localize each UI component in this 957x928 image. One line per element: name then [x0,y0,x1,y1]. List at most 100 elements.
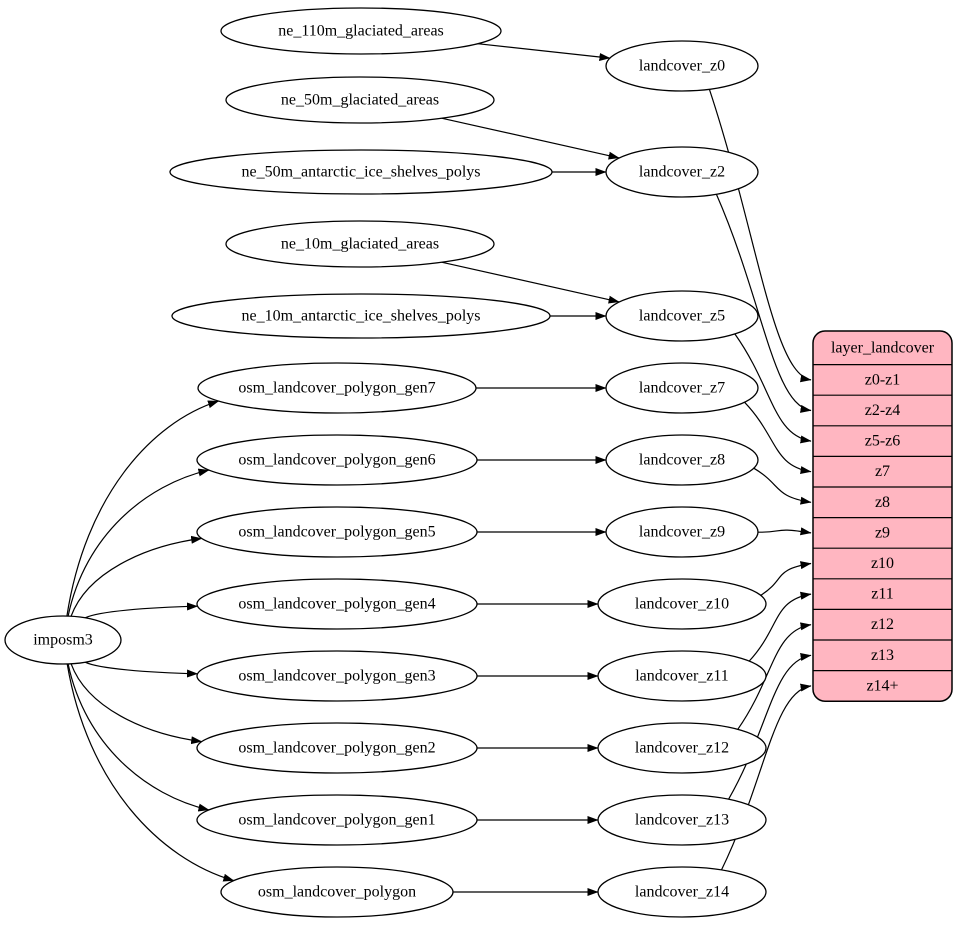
node-label: osm_landcover_polygon_gen6 [238,452,435,469]
node-label: landcover_z9 [639,524,725,541]
nodes: imposm3 ne_110m_glaciated_areas ne_50m_gla… [4,7,767,918]
table-header: layer_landcover [831,339,935,356]
table-row-z14+: z14+ [866,677,898,694]
node-landcover_z9: landcover_z9 [605,506,759,558]
node-ellipse [196,434,478,486]
node-ellipse [597,650,767,702]
table-row-z8: z8 [875,494,890,511]
table-row-z7: z7 [875,463,890,480]
edge-imposm3-to-osm_landcover_polygon_gen7 [66,400,219,617]
node-ellipse [220,7,502,55]
node-label: ne_10m_glaciated_areas [281,236,439,253]
node-ellipse [220,866,454,918]
table-row-z5-z6: z5-z6 [865,433,901,450]
node-ellipse [196,722,478,774]
edge-imposm3-to-osm_landcover_polygon_gen2 [70,663,203,745]
edge-landcover_z7-to-row-z7 [744,401,812,475]
table-row-z2-z4: z2-z4 [865,402,901,419]
edge-landcover_z12-to-row-z12 [737,622,812,730]
node-osm_landcover_polygon_gen6: osm_landcover_polygon_gen6 [196,434,478,486]
node-ellipse [605,290,759,342]
node-ellipse [605,506,759,558]
node-ellipse [605,40,759,92]
edge-ne_50m_glaciated_areas-to-landcover_z2 [441,117,620,160]
node-landcover_z12: landcover_z12 [597,722,767,774]
table-layer_landcover: layer_landcover z0-z1 z2-z4 z5-z6 z7 z8 z9 z10 z… [812,330,953,702]
edge-imposm3-to-osm_landcover_polygon_gen1 [67,663,210,812]
node-ellipse [597,794,767,846]
node-osm_landcover_polygon_gen2: osm_landcover_polygon_gen2 [196,722,478,774]
node-label: landcover_z11 [635,668,729,685]
node-ellipse [605,434,759,486]
node-label: osm_landcover_polygon_gen5 [238,524,435,541]
node-landcover_z13: landcover_z13 [597,794,767,846]
node-landcover_z8: landcover_z8 [605,434,759,486]
table-row-z0-z1: z0-z1 [865,371,901,388]
node-ellipse [605,146,759,198]
node-label: osm_landcover_polygon_gen3 [238,668,435,685]
node-ellipse [169,149,553,195]
node-label: imposm3 [33,632,93,649]
node-landcover_z11: landcover_z11 [597,650,767,702]
edge-ne_10m_glaciated_areas-to-landcover_z5 [441,261,620,304]
edge-landcover_z11-to-row-z11 [748,591,812,662]
table-outline [812,330,953,702]
edge-landcover_z0-to-row-z0-z1 [708,89,812,383]
node-label: ne_10m_antarctic_ice_shelves_polys [241,308,480,325]
node-label: osm_landcover_polygon_gen7 [238,380,435,397]
node-landcover_z5: landcover_z5 [605,290,759,342]
node-label: landcover_z12 [635,740,729,757]
node-ellipse [597,866,767,918]
node-ellipse [605,362,759,414]
node-ellipse [225,220,495,268]
node-label: osm_landcover_polygon_gen1 [238,812,435,829]
table-row-z12: z12 [871,616,894,633]
node-osm_landcover_polygon_gen3: osm_landcover_polygon_gen3 [196,650,478,702]
node-label: ne_110m_glaciated_areas [278,23,444,40]
node-osm_landcover_polygon: osm_landcover_polygon [220,866,454,918]
table-row-z10: z10 [871,555,894,572]
edge-ne_110m_glaciated_areas-to-landcover_z0 [477,43,611,61]
table-row-z11: z11 [871,586,894,603]
node-label: landcover_z8 [639,452,725,469]
node-osm_landcover_polygon_gen4: osm_landcover_polygon_gen4 [196,578,478,630]
node-label: landcover_z2 [639,164,725,181]
node-ellipse [196,578,478,630]
node-label: landcover_z7 [639,380,725,397]
node-label: landcover_z5 [639,308,725,325]
edge-imposm3-to-osm_landcover_polygon_gen4 [84,602,198,619]
node-ellipse [196,506,478,558]
node-ellipse [196,650,478,702]
node-osm_landcover_polygon_gen1: osm_landcover_polygon_gen1 [196,794,478,846]
node-ne_50m_glaciated_areas: ne_50m_glaciated_areas [225,76,495,124]
node-landcover_z14: landcover_z14 [597,866,767,918]
node-label: osm_landcover_polygon_gen4 [238,596,435,613]
node-osm_landcover_polygon_gen7: osm_landcover_polygon_gen7 [197,362,477,414]
node-landcover_z10: landcover_z10 [597,578,767,630]
edge-imposm3-to-osm_landcover_polygon_gen6 [67,468,210,617]
edge-landcover_z2-to-row-z2-z4 [715,194,812,413]
edge-imposm3-to-osm_landcover_polygon [66,663,235,882]
node-landcover_z0: landcover_z0 [605,40,759,92]
node-ellipse [4,615,122,665]
node-label: ne_50m_glaciated_areas [281,92,439,109]
table-row-z9: z9 [875,524,890,541]
node-imposm3: imposm3 [4,615,122,665]
node-label: osm_landcover_polygon_gen2 [238,740,435,757]
node-ne_10m_antarctic_ice_shelves_polys: ne_10m_antarctic_ice_shelves_polys [171,293,551,339]
edge-landcover_z10-to-row-z10 [760,561,812,596]
node-ne_10m_glaciated_areas: ne_10m_glaciated_areas [225,220,495,268]
node-ne_50m_antarctic_ice_shelves_polys: ne_50m_antarctic_ice_shelves_polys [169,149,553,195]
node-osm_landcover_polygon_gen5: osm_landcover_polygon_gen5 [196,506,478,558]
node-ellipse [171,293,551,339]
edge-landcover_z9-to-row-z9 [757,527,812,536]
edge-landcover_z8-to-row-z8 [753,467,812,505]
node-ellipse [197,362,477,414]
node-landcover_z2: landcover_z2 [605,146,759,198]
node-ellipse [225,76,495,124]
edges [66,43,812,896]
edge-landcover_z5-to-row-z5-z6 [734,333,812,444]
node-landcover_z7: landcover_z7 [605,362,759,414]
